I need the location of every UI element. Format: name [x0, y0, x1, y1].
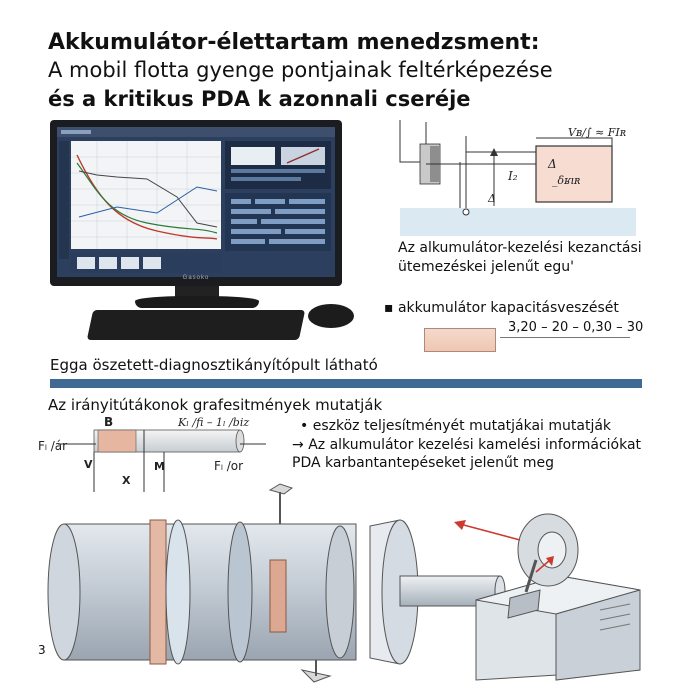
bullet-performance: • eszköz teljesítményét mutatjákai mutat… — [300, 418, 612, 434]
schematic-box-label-2: _δʁıʀ — [552, 174, 580, 187]
dashboard-illustration — [57, 127, 335, 273]
capacity-values: 3,20 – 20 – 0,30 – 30 — [508, 320, 644, 335]
schematic-caption-line-2: ütemezéskei jelenűt egu' — [398, 259, 574, 275]
mouse — [308, 304, 354, 328]
bullet-info-line-1-text: Az alkumulátor kezelési kamelési informá… — [308, 437, 642, 453]
bar-label-fi-ar: Fₗ /ár — [38, 439, 67, 453]
keyboard — [86, 310, 306, 340]
bullet-performance-text: eszköz teljesítményét mutatjákai mutatjá… — [312, 418, 612, 434]
bar-label-x: X — [122, 474, 131, 487]
monitor-brand-label: Gasoko — [182, 275, 210, 281]
schematic-caption-line-1: Az alkumulátor-kezelési kezanctási — [398, 240, 642, 256]
capacity-bar — [424, 328, 496, 352]
title-line-3: és a kritikus PDA k azonnali cseréje — [48, 87, 471, 111]
title-line-1: Akkumulátor-élettartam menedzsment: — [48, 30, 540, 55]
title-line-2: A mobil flotta gyenge pontjainak feltérk… — [48, 58, 553, 82]
capacity-bullet-text: akkumulátor kapacitásveszését — [397, 300, 619, 316]
schematic-formula: Vʙ/∫ ≈ FIʀ — [568, 126, 626, 139]
capacity-bullet: ▪ akkumulátor kapacitásveszését — [384, 300, 619, 316]
monitor-stand — [175, 286, 219, 298]
page-title: Akkumulátor-élettartam menedzsment: A mo… — [48, 30, 608, 114]
cylinder-bar-diagram: B Kₗ /fi – 1ₗ /biz Fₗ /ár V M Fₗ /or X — [38, 415, 266, 492]
page-number: 3 — [38, 643, 46, 657]
capacity-axis-line — [500, 337, 630, 338]
section-title: Az irányitútákonok grafesitmények mutatj… — [48, 396, 383, 414]
schematic-label-delta: Δ — [487, 192, 496, 205]
schematic-label-i: I₂ — [507, 169, 518, 183]
bar-label-b: B — [104, 415, 113, 429]
diagnostic-dashboard-screen — [57, 127, 335, 277]
section-divider — [50, 379, 642, 388]
bar-label-fi-or: Fₗ /or — [214, 459, 243, 473]
schematic-box-label-1: Δ — [547, 157, 557, 171]
bar-label-formula: Kₗ /fi – 1ₗ /biz — [177, 416, 249, 429]
bar-label-m: M — [154, 460, 165, 473]
computer-monitor: Gasoko — [50, 120, 342, 286]
panel-caption: Egga öszetett-diagnosztikányítópult láth… — [50, 356, 378, 374]
bullet-info-line-2: PDA karbantantepéseket jelenűt meg — [292, 455, 554, 471]
machine-illustration — [47, 483, 641, 683]
battery-schematic-diagram: Vʙ/∫ ≈ FIʀ Δ _δʁıʀ I₂ Δ — [399, 120, 636, 236]
bar-label-v: V — [84, 458, 93, 471]
bullet-info-line-1: → Az alkumulátor kezelési kamelési infor… — [292, 437, 642, 453]
monitor-stand-base — [135, 296, 259, 308]
